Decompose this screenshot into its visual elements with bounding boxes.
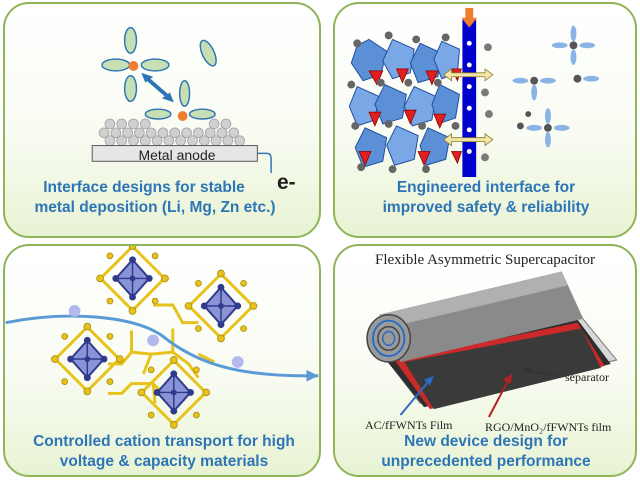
mobile-cations xyxy=(68,304,244,368)
metal-anode-label: Metal anode xyxy=(138,147,216,163)
ligand-ellipse xyxy=(123,26,138,54)
separator-pores xyxy=(466,40,472,154)
pointer-head xyxy=(502,373,513,384)
arrow-head xyxy=(162,92,174,103)
panel-metal-deposition: Metal anode e- Interface designs for sta… xyxy=(3,2,321,238)
cubic-cage xyxy=(96,246,169,315)
roll-spiral xyxy=(377,325,401,351)
ligand-ellipse xyxy=(123,75,138,103)
arrow-head xyxy=(141,72,154,83)
caption-line-2: voltage & capacity materials xyxy=(59,453,269,470)
loose-ions xyxy=(516,111,532,130)
roll-spiral xyxy=(371,319,406,358)
ligand-ellipse xyxy=(144,108,172,120)
cation-transport-illustration xyxy=(5,246,319,429)
caption-line-1: Engineered interface for xyxy=(396,179,576,196)
separator-pointer xyxy=(526,370,558,377)
electron-wire xyxy=(257,152,272,174)
panel-supercapacitor: Flexible Asymmetric Supercapacitor separ… xyxy=(333,244,637,477)
caption-line-1: Controlled cation transport for high xyxy=(33,433,295,450)
transport-arrow-head xyxy=(306,369,319,382)
ligand-ellipse xyxy=(178,79,191,107)
right-film-pointer xyxy=(488,379,510,418)
cation-atom xyxy=(177,111,188,121)
engineered-interface-illustration xyxy=(347,7,600,178)
caption-line-2: metal deposition (Li, Mg, Zn etc.) xyxy=(34,199,276,216)
separator-label: separator xyxy=(565,370,609,384)
caption-line-1: Interface designs for stable xyxy=(43,179,245,196)
ligand-ellipse xyxy=(140,58,170,72)
caption-line-2: improved safety & reliability xyxy=(382,199,590,216)
left-film-pointer xyxy=(399,379,431,416)
right-film-label: RGO/MnO₂/fFWNTs film xyxy=(485,420,612,434)
exchange-arrows xyxy=(443,68,494,147)
cation-atom xyxy=(128,61,139,71)
diffusion-arrow xyxy=(144,76,171,99)
supercapacitor-roll-illustration xyxy=(366,271,618,418)
caption-line-2: unprecedented performance xyxy=(381,453,591,470)
orange-arrow-shaft xyxy=(465,7,474,20)
roll-body xyxy=(378,271,584,362)
panel-engineered-interface: Engineered interface for improved safety… xyxy=(333,2,637,238)
caption-line-1: New device design for xyxy=(404,433,568,450)
cubic-cage xyxy=(51,322,124,396)
solvated-ion xyxy=(551,25,596,65)
orange-arrow-head xyxy=(461,17,478,28)
pointer-head xyxy=(424,375,434,386)
electrolyte-atoms xyxy=(481,43,493,162)
electron-label: e- xyxy=(277,171,296,194)
cubic-cage xyxy=(184,269,258,343)
octahedra-framework xyxy=(348,38,460,168)
cubic-cage xyxy=(137,356,211,429)
cation-transport-path xyxy=(5,314,319,378)
ligand-ellipse xyxy=(101,58,131,72)
framework-atoms xyxy=(347,31,460,174)
solvated-ion xyxy=(512,76,556,101)
solvated-ion xyxy=(526,108,570,148)
left-film-label: AC/fFWNTs Film xyxy=(365,418,453,432)
solvated-ion xyxy=(573,74,600,83)
red-tetrahedra xyxy=(358,68,462,167)
electrode-sheet-backing xyxy=(404,328,601,410)
panel-cation-transport: Controlled cation transport for high vol… xyxy=(3,244,321,477)
supercapacitor-title: Flexible Asymmetric Supercapacitor xyxy=(375,252,595,268)
metal-deposition-illustration xyxy=(91,26,272,174)
roll-highlight xyxy=(378,271,568,329)
pointer-head xyxy=(522,366,531,374)
ligand-ellipse xyxy=(188,108,216,120)
metal-atom-layer xyxy=(98,118,245,146)
ligand-ellipse xyxy=(199,39,217,67)
roll-spiral xyxy=(382,330,396,347)
